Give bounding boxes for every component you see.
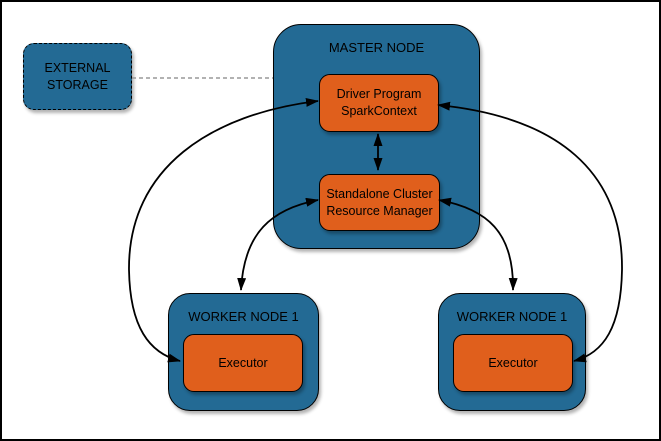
node-executor-left: Executor <box>183 334 303 392</box>
node-resource-manager: Standalone Cluster Resource Manager <box>319 174 440 231</box>
node-external-storage: EXTERNAL STORAGE <box>23 43 132 110</box>
executor-left-label: Executor <box>218 355 268 370</box>
master-node-title: MASTER NODE <box>328 40 425 55</box>
executor-right-label: Executor <box>488 355 538 370</box>
external-storage-label: EXTERNAL STORAGE <box>44 60 111 92</box>
worker-right-title: WORKER NODE 1 <box>456 309 568 324</box>
worker-left-title: WORKER NODE 1 <box>188 309 299 324</box>
node-driver-program: Driver Program SparkContext <box>319 74 439 132</box>
node-executor-right: Executor <box>453 334 573 392</box>
node-worker-right: WORKER NODE 1 Executor <box>438 293 586 411</box>
driver-program-label: Driver Program SparkContext <box>336 87 422 118</box>
resource-manager-label: Standalone Cluster Resource Manager <box>326 186 433 218</box>
node-worker-left: WORKER NODE 1 Executor <box>168 293 319 411</box>
node-master: MASTER NODE Driver Program SparkContext … <box>273 24 480 249</box>
